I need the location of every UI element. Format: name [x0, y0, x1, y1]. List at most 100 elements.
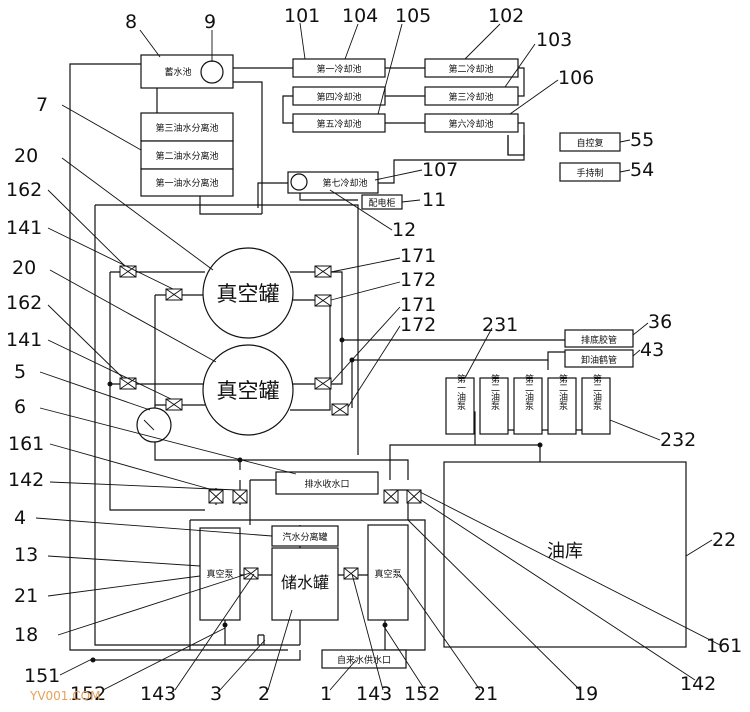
oil-hose: 卸油鹤管	[564, 349, 634, 368]
drain-hose: 排底胶管	[564, 329, 634, 348]
ref-21-right: 21	[474, 683, 498, 705]
ref-36: 36	[648, 311, 672, 333]
vacuum-tank-lower: 真空罐	[202, 344, 294, 436]
steam-water-separator-label: 汽水分离罐	[282, 531, 327, 543]
ref-43: 43	[640, 339, 664, 361]
drain-collect-port-label: 排水收水口	[304, 478, 349, 490]
ref-107: 107	[422, 159, 458, 181]
vacuum-pump-right-label: 真空泵	[374, 568, 401, 580]
ref-152-right: 152	[404, 683, 440, 705]
pump-9-icon	[200, 60, 224, 84]
ref-1: 1	[320, 683, 332, 705]
ref-141-lower: 141	[6, 329, 42, 351]
drain-hose-label: 排底胶管	[581, 334, 617, 346]
oil-pumps: 第一油泵 第二油泵 第二油泵 第二油泵 第二油泵	[445, 373, 611, 435]
watermark: YV001.COM	[29, 689, 100, 703]
ref-102: 102	[488, 5, 524, 27]
water-supply-port: 自来水供水口	[321, 649, 407, 669]
oil-pump-5-label: 第二油泵	[591, 373, 602, 410]
auto-control-label: 自控复	[576, 137, 603, 149]
ref-5: 5	[14, 361, 26, 383]
oil-pump-2-label: 第二油泵	[489, 373, 500, 410]
ref-18: 18	[14, 624, 38, 646]
ref-171-upper: 171	[400, 245, 436, 267]
leader-lines	[35, 22, 721, 691]
ref-11: 11	[422, 189, 446, 211]
ref-13: 13	[14, 544, 38, 566]
ref-162-lower: 162	[6, 292, 42, 314]
ref-231: 231	[482, 314, 518, 336]
separator-3-label: 第三油水分离池	[155, 122, 218, 134]
auto-control: 自控复	[559, 132, 621, 152]
cooling-pool-2-label: 第二冷却池	[448, 63, 493, 75]
ref-171-lower: 171	[400, 294, 436, 316]
valves	[119, 265, 422, 580]
vacuum-tank-lower-label: 真空罐	[217, 379, 280, 403]
oil-pump-1-label: 第一油泵	[455, 373, 466, 410]
ref-20-lower: 20	[12, 257, 36, 279]
ref-106: 106	[558, 67, 594, 89]
electric-cabinet-label: 配电柜	[368, 197, 395, 209]
separator-2-label: 第二油水分离池	[155, 150, 218, 162]
drain-collect-port: 排水收水口	[275, 471, 379, 495]
ref-7: 7	[36, 94, 48, 116]
oil-hose-label: 卸油鹤管	[581, 354, 617, 366]
cooling-pool-5: 第五冷却池	[292, 113, 386, 133]
vacuum-pump-left-label: 真空泵	[206, 568, 233, 580]
cooling-pool-6-label: 第六冷却池	[448, 118, 493, 130]
ref-143-left: 143	[140, 683, 176, 705]
vacuum-tank-upper-label: 真空罐	[217, 282, 280, 306]
ref-141-upper: 141	[6, 217, 42, 239]
vacuum-pump-right: 真空泵	[367, 524, 409, 621]
ref-104: 104	[342, 5, 378, 27]
oil-depot-label: 油库	[547, 541, 583, 562]
ref-2: 2	[258, 683, 270, 705]
ref-142-left: 142	[8, 469, 44, 491]
cooling-pool-2: 第二冷却池	[424, 58, 519, 78]
drain-valve-3	[257, 634, 265, 645]
cooling-pool-5-label: 第五冷却池	[316, 118, 361, 130]
ref-142-right: 142	[680, 673, 716, 695]
oil-water-separators: 第三油水分离池 第二油水分离池 第一油水分离池	[140, 112, 234, 197]
ref-151: 151	[24, 665, 60, 687]
vacuum-pump-left: 真空泵	[199, 527, 241, 621]
ref-103: 103	[536, 29, 572, 51]
ref-9: 9	[204, 11, 216, 33]
oil-pump-4-label: 第二油泵	[557, 373, 568, 410]
ref-20-upper: 20	[14, 145, 38, 167]
cooling-pool-7-label: 第七冷却池	[322, 177, 367, 189]
cooling-pool-6: 第六冷却池	[424, 113, 519, 133]
storage-pool-label: 蓄水池	[164, 66, 191, 78]
ref-172-lower: 172	[400, 314, 436, 336]
ref-161-left: 161	[8, 433, 44, 455]
ref-54: 54	[630, 159, 654, 181]
ref-143-right: 143	[356, 683, 392, 705]
ref-232: 232	[660, 429, 696, 451]
ref-3: 3	[210, 683, 222, 705]
oil-pump-3-label: 第二油泵	[523, 373, 534, 410]
ref-55: 55	[630, 129, 654, 151]
ref-21-left: 21	[14, 585, 38, 607]
ref-8: 8	[125, 11, 137, 33]
separator-1-label: 第一油水分离池	[155, 177, 218, 189]
hand-control-label: 手持制	[576, 167, 603, 179]
water-storage-tank: 储水罐	[271, 547, 339, 621]
electric-cabinet: 配电柜	[361, 194, 403, 210]
ref-12: 12	[392, 219, 416, 241]
oil-depot: 油库	[443, 461, 687, 648]
ref-152-left: 152	[70, 683, 106, 705]
steam-water-separator: 汽水分离罐	[271, 525, 339, 547]
ref-172-upper: 172	[400, 269, 436, 291]
water-storage-tank-label: 储水罐	[281, 573, 329, 592]
ref-19: 19	[574, 683, 598, 705]
ref-101: 101	[284, 5, 320, 27]
vacuum-tank-upper: 真空罐	[202, 247, 294, 339]
gauge-5	[136, 407, 172, 443]
ref-105: 105	[395, 5, 431, 27]
cooling-pool-1: 第一冷却池	[292, 58, 386, 78]
cooling-pool-1-label: 第一冷却池	[316, 63, 361, 75]
ref-4: 4	[14, 507, 26, 529]
cooling-pool-7: 第七冷却池	[287, 171, 379, 194]
hand-control: 手持制	[559, 162, 621, 182]
